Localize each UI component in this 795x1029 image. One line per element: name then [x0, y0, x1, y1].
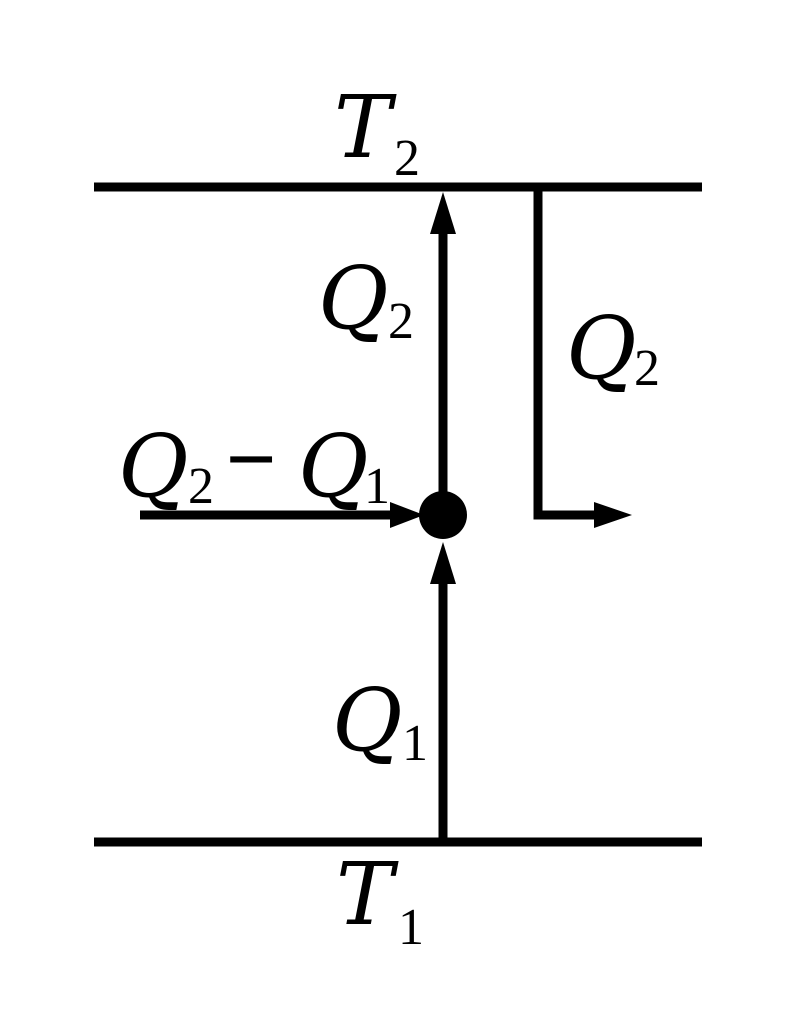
output-flow-path — [533, 187, 596, 520]
output-flow-arrowhead — [594, 502, 632, 528]
lower-flow-arrowhead — [430, 542, 456, 584]
upper-flow-arrowhead — [430, 192, 456, 234]
hot-reservoir-label: T 2 — [334, 78, 420, 187]
input-flow-label: Q 2 − Q 1 — [118, 411, 390, 517]
upper-flow-label: Q 2 — [318, 249, 414, 350]
cold-reservoir-label: T 1 — [336, 845, 424, 956]
output-flow-label: Q 2 — [566, 299, 660, 399]
junction-node — [419, 491, 467, 539]
input-flow-arrowhead — [390, 502, 424, 528]
lower-flow-label: Q 1 — [332, 671, 428, 772]
